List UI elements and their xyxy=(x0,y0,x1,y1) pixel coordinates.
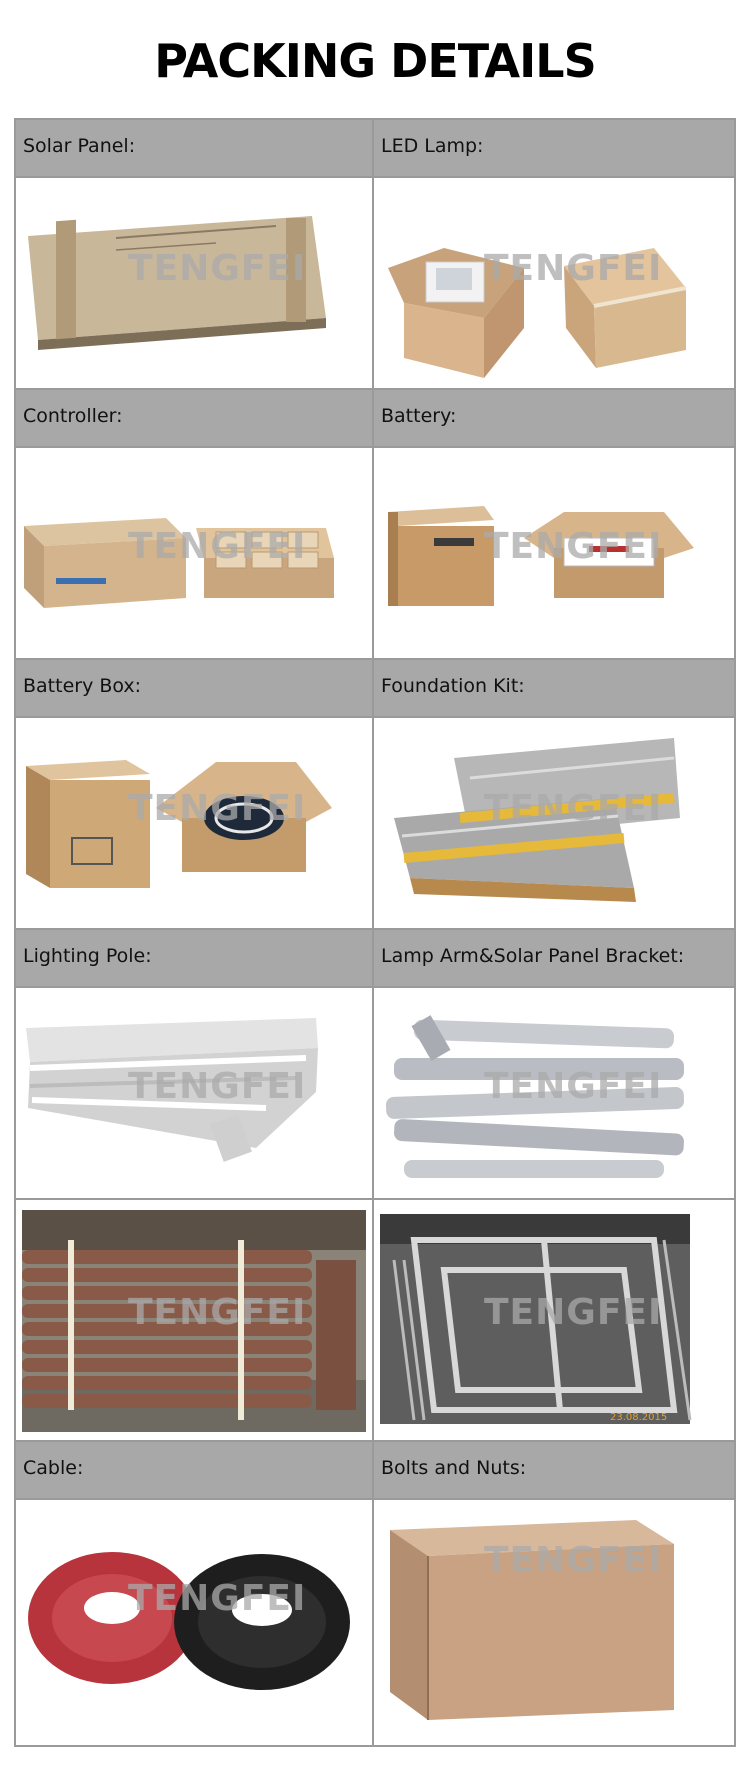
watermark: TENGFEI xyxy=(128,526,307,567)
section-header-battery-box: Battery Box: xyxy=(16,660,372,716)
battery-image: TENGFEI xyxy=(374,448,734,658)
solar-panel-carton-illustration xyxy=(28,216,326,350)
lighting-pole-image: TENGFEI xyxy=(16,988,372,1198)
controller-image: TENGFEI xyxy=(16,448,372,658)
battery-box-image: TENGFEI xyxy=(16,718,372,928)
watermark: TENGFEI xyxy=(484,788,663,829)
watermark: TENGFEI xyxy=(128,1066,307,1107)
watermark: TENGFEI xyxy=(484,248,663,289)
battery-cartons-illustration xyxy=(388,506,694,606)
battery-box-cartons-illustration xyxy=(26,760,332,888)
section-label: Cable: xyxy=(23,1457,84,1479)
section-header-solar-panel: Solar Panel: xyxy=(16,120,372,176)
section-label: Lamp Arm&Solar Panel Bracket: xyxy=(381,945,685,967)
watermark: TENGFEI xyxy=(128,1578,307,1619)
section-header-lamp-arm-bracket: Lamp Arm&Solar Panel Bracket: xyxy=(374,930,734,986)
controller-cartons-illustration xyxy=(24,518,334,608)
section-header-led-lamp: LED Lamp: xyxy=(374,120,734,176)
foundation-kit-image: TENGFEI xyxy=(374,718,734,928)
packing-grid: Solar Panel: LED Lamp: TENGFEI TENGFEI C… xyxy=(14,118,736,1747)
svg-text:23.08.2015: 23.08.2015 xyxy=(610,1412,667,1423)
section-label: Battery: xyxy=(381,405,457,427)
section-header-lighting-pole: Lighting Pole: xyxy=(16,930,372,986)
section-header-bolts-nuts: Bolts and Nuts: xyxy=(374,1442,734,1498)
section-label: Battery Box: xyxy=(23,675,142,697)
lamp-arm-image: TENGFEI xyxy=(374,988,734,1198)
led-lamp-image: TENGFEI xyxy=(374,178,734,388)
section-label: Controller: xyxy=(23,405,123,427)
page-title: PACKING DETAILS xyxy=(154,34,596,88)
wrapped-arms-illustration xyxy=(385,1015,685,1178)
bolts-nuts-image: TENGFEI xyxy=(374,1500,734,1745)
watermark: TENGFEI xyxy=(128,1292,307,1333)
led-lamp-cartons-illustration xyxy=(388,248,687,378)
wrapped-poles-illustration xyxy=(26,1018,318,1162)
bracket-frames-stack-illustration: 23.08.2015 xyxy=(380,1214,692,1424)
section-label: Bolts and Nuts: xyxy=(381,1457,527,1479)
watermark: TENGFEI xyxy=(484,1066,663,1107)
solar-panel-image: TENGFEI xyxy=(16,178,372,388)
section-label: Solar Panel: xyxy=(23,135,136,157)
pole-stack-image: TENGFEI xyxy=(16,1200,372,1440)
cable-image: TENGFEI xyxy=(16,1500,372,1745)
watermark: TENGFEI xyxy=(128,788,307,829)
bracket-frames-image: 23.08.2015 TENGFEI xyxy=(374,1200,734,1440)
section-header-controller: Controller: xyxy=(16,390,372,446)
section-label: LED Lamp: xyxy=(381,135,484,157)
watermark: TENGFEI xyxy=(484,526,663,567)
watermark: TENGFEI xyxy=(484,1292,663,1333)
pole-stack-warehouse-illustration xyxy=(22,1210,366,1432)
section-header-battery: Battery: xyxy=(374,390,734,446)
section-header-foundation-kit: Foundation Kit: xyxy=(374,660,734,716)
wooden-crate-illustration xyxy=(390,1520,674,1720)
cable-coils-illustration xyxy=(28,1552,350,1690)
section-label: Lighting Pole: xyxy=(23,945,152,967)
watermark: TENGFEI xyxy=(128,248,307,289)
section-label: Foundation Kit: xyxy=(381,675,525,697)
section-header-cable: Cable: xyxy=(16,1442,372,1498)
watermark: TENGFEI xyxy=(484,1540,663,1581)
foundation-kit-bundles-illustration xyxy=(394,738,680,902)
